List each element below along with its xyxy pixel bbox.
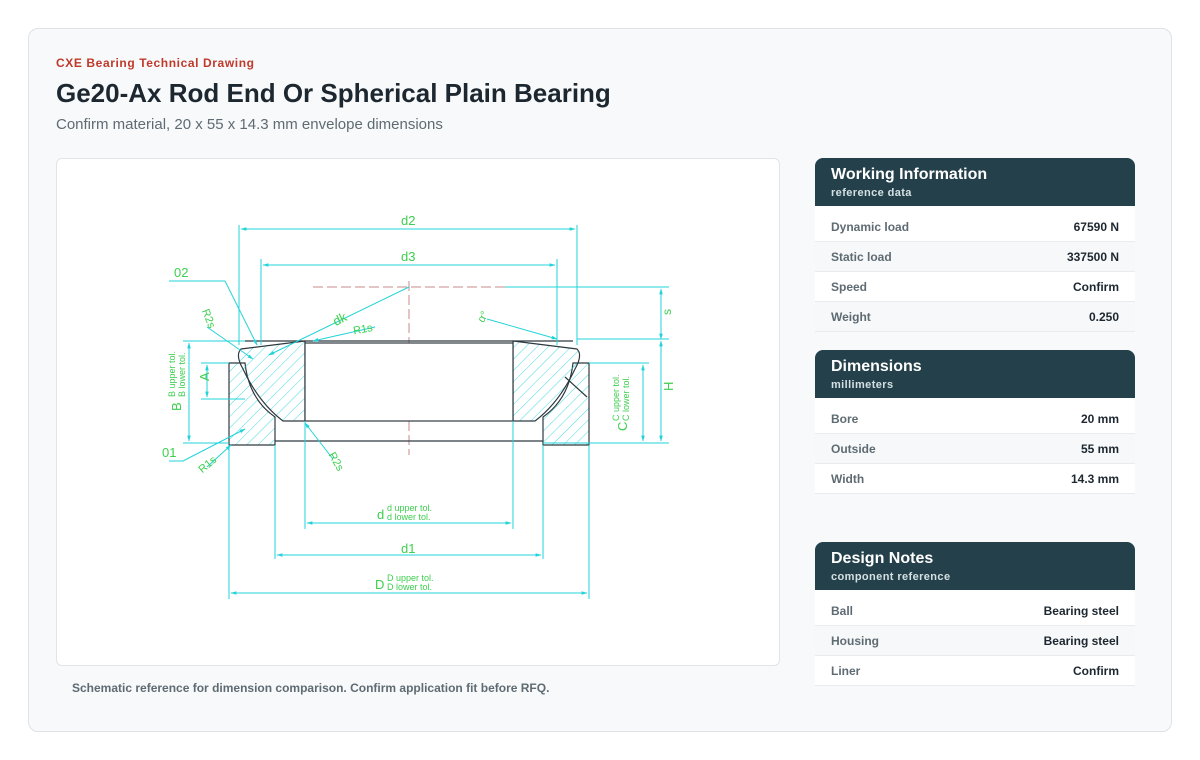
spec-value: 0.250	[1088, 309, 1119, 324]
spec-row: Liner Confirm	[815, 656, 1135, 686]
label-r2s-bottom: R2s	[326, 450, 346, 473]
spec-label: Static load	[831, 249, 892, 264]
spec-value: Bearing steel	[1043, 633, 1119, 648]
spec-label: Housing	[831, 633, 879, 648]
label-r1s-top: R1s	[352, 322, 374, 337]
label-d-lower: d lower tol.	[387, 512, 431, 522]
panel-subtitle: millimeters	[831, 379, 894, 391]
label-d3: d3	[401, 249, 415, 264]
panel-header: Working Information reference data	[815, 158, 1135, 206]
panel-header: Dimensions millimeters	[815, 350, 1135, 398]
spec-label: Weight	[831, 309, 871, 324]
spec-value: 55 mm	[1080, 441, 1119, 456]
label-o2: 02	[174, 265, 188, 280]
seal-mark	[564, 376, 588, 398]
spec-value: Confirm	[1073, 279, 1119, 294]
label-H: H	[661, 382, 676, 391]
label-A: A	[197, 372, 212, 381]
label-D-upper: D upper tol.	[387, 573, 434, 583]
inner-ring-left-section	[237, 340, 306, 422]
spec-row: Housing Bearing steel	[815, 626, 1135, 656]
panel-title: Working Information	[831, 166, 988, 183]
spec-label: Liner	[831, 663, 861, 678]
eyebrow-label: CXE Bearing Technical Drawing	[56, 56, 255, 70]
panel-title: Dimensions	[831, 358, 922, 375]
inner-ring-right-section	[512, 340, 581, 422]
spec-row: Dynamic load 67590 N	[815, 212, 1135, 242]
label-B-upper: B upper tol.	[167, 351, 177, 397]
label-D-lower: D lower tol.	[387, 582, 432, 592]
label-d: d	[377, 507, 384, 522]
label-C-lower: C lower tol.	[621, 376, 631, 421]
spec-rows: Bore 20 mm Outside 55 mm Width 14.3 mm	[815, 398, 1135, 494]
spec-label: Ball	[831, 603, 854, 618]
dimensions-panel: Dimensions millimeters Bore 20 mm Outside…	[815, 350, 1135, 494]
panel-subtitle: reference data	[831, 187, 912, 199]
label-s: s	[660, 309, 674, 315]
label-B-lower: B lower tol.	[177, 352, 187, 397]
spec-label: Outside	[831, 441, 876, 456]
spec-value: 337500 N	[1066, 249, 1119, 264]
spec-row: Speed Confirm	[815, 272, 1135, 302]
spec-value: 67590 N	[1073, 219, 1119, 234]
spec-label: Width	[831, 471, 865, 486]
page-subtitle: Confirm material, 20 x 55 x 14.3 mm enve…	[56, 116, 443, 133]
page-title: Ge20-Ax Rod End Or Spherical Plain Beari…	[56, 78, 611, 108]
panel-header: Design Notes component reference	[815, 542, 1135, 590]
spec-row: Bore 20 mm	[815, 404, 1135, 434]
label-C: C	[615, 422, 630, 431]
drawing-caption: Schematic reference for dimension compar…	[72, 681, 550, 695]
label-d1: d1	[401, 541, 415, 556]
panel-title: Design Notes	[831, 550, 934, 567]
spec-value: Bearing steel	[1043, 603, 1119, 618]
label-alpha: α°	[475, 309, 491, 324]
working-information-panel: Working Information reference data Dynam…	[815, 158, 1135, 332]
spec-value: 14.3 mm	[1070, 471, 1119, 486]
spec-row: Outside 55 mm	[815, 434, 1135, 464]
spec-row: Weight 0.250	[815, 302, 1135, 332]
label-o1: 01	[162, 445, 176, 460]
drawing-svg: d2 d3 dk R1s α° s H R2s 02 A B B upper t…	[162, 213, 676, 599]
spec-label: Dynamic load	[831, 219, 910, 234]
spec-row: Ball Bearing steel	[815, 596, 1135, 626]
label-d2: d2	[401, 213, 415, 228]
label-D: D	[375, 577, 384, 592]
spec-label: Speed	[831, 279, 868, 294]
label-r2s-top: R2s	[199, 307, 218, 330]
label-B: B	[169, 402, 184, 411]
label-dk: dk	[330, 309, 349, 329]
label-r1s-bottom: R1s	[196, 454, 219, 476]
panel-subtitle: component reference	[831, 571, 951, 583]
spec-value: 20 mm	[1080, 411, 1119, 426]
technical-drawing: d2 d3 dk R1s α° s H R2s 02 A B B upper t…	[56, 158, 780, 666]
spec-row: Static load 337500 N	[815, 242, 1135, 272]
label-d-upper: d upper tol.	[387, 503, 432, 513]
spec-value: Confirm	[1073, 663, 1119, 678]
spec-label: Bore	[831, 411, 859, 426]
label-C-upper: C upper tol.	[611, 374, 621, 421]
spec-row: Width 14.3 mm	[815, 464, 1135, 494]
inner-ring-bore	[304, 342, 514, 422]
